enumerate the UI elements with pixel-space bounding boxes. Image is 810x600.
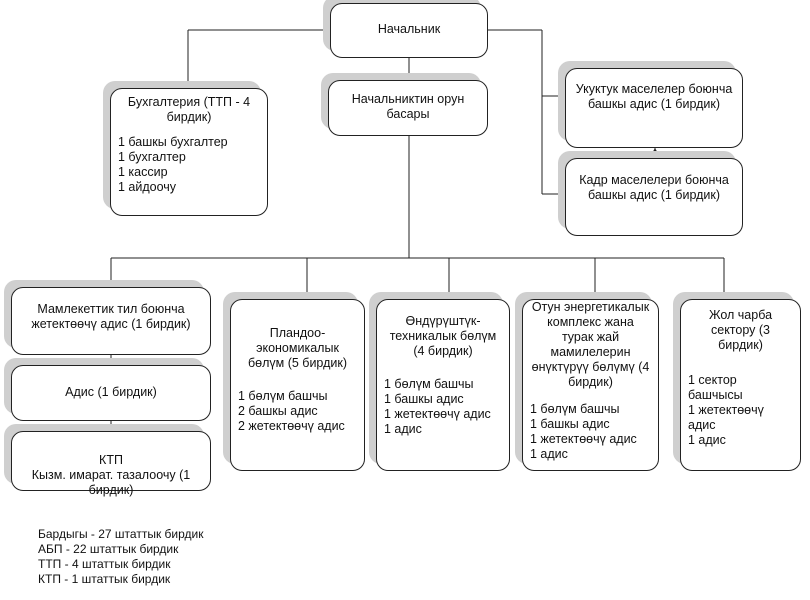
department-title: Отун энергетикалык комплекс жана турак ж… [531, 300, 650, 389]
legal-title: Укуктук маселелер боюнча башкы адис (1 б… [575, 82, 733, 111]
left-box-title: Мамлекеттик тил боюнча жетектөөчү адис (… [31, 302, 191, 331]
left-box-language-specialist: Мамлекеттик тил боюнча жетектөөчү адис (… [11, 287, 211, 355]
summary-line: КТП - 1 штаттык бирдик [38, 572, 171, 586]
deputy-title: Начальниктин орун басары [351, 92, 465, 121]
department-box-roads: Жол чарба сектору (3 бирдик) 1 сектор ба… [680, 299, 801, 471]
department-items: 1 бөлүм башчы 2 башкы адис 2 жетектөөчү … [238, 389, 357, 434]
head-box: Начальник [330, 3, 488, 58]
summary-line: Бардыгы - 27 штаттык бирдик [38, 527, 204, 541]
department-box-technical: Өндүрүштүк-техникалык бөлүм (4 бирдик) 1… [376, 299, 510, 471]
department-title: Өндүрүштүк-техникалык бөлүм (4 бирдик) [389, 314, 497, 358]
department-items: 1 сектор башчысы 1 жетектөөчү адис 1 ади… [688, 373, 793, 448]
department-items: 1 бөлүм башчы 1 башкы адис 1 жетектөөчү … [530, 402, 651, 462]
accounting-item: 1 кассир [118, 165, 168, 179]
left-box-title: Адис (1 бирдик) [65, 385, 157, 399]
left-box-specialist: Адис (1 бирдик) [11, 365, 211, 421]
accounting-items: 1 башкы бухгалтер 1 бухгалтер 1 кассир 1… [118, 135, 260, 195]
hr-title: Кадр маселелери боюнча башкы адис (1 бир… [579, 173, 729, 202]
department-item: 1 башкы адис [384, 392, 464, 406]
department-item: 1 бөлүм башчы [384, 377, 474, 391]
department-items: 1 бөлүм башчы 1 башкы адис 1 жетектөөчү … [384, 377, 502, 437]
accounting-item: 1 бухгалтер [118, 150, 186, 164]
department-item: 1 жетектөөчү адис [688, 403, 764, 432]
department-item: 1 адис [530, 447, 568, 461]
department-item: 1 жетектөөчү адис [530, 432, 637, 446]
head-title: Начальник [377, 22, 441, 36]
left-box-cleaner: КТП Кызм. имарат. тазалоочу (1 бирдик) [11, 431, 211, 497]
department-box-energy: Отун энергетикалык комплекс жана турак ж… [522, 299, 659, 471]
summary-line: ТТП - 4 штаттык бирдик [38, 557, 171, 571]
department-item: 2 башкы адис [238, 404, 318, 418]
department-item: 2 жетектөөчү адис [238, 419, 345, 433]
left-box-title: КТП Кызм. имарат. тазалоочу (1 бирдик) [31, 453, 191, 497]
department-item: 1 бөлүм башчы [530, 402, 620, 416]
accounting-box: Бухгалтерия (ТТП - 4 бирдик) 1 башкы бух… [110, 88, 268, 216]
department-title: Пландоо-экономикалык бөлүм (5 бирдик) [247, 326, 348, 370]
arrow-head-icon [651, 148, 659, 155]
legal-box: Укуктук маселелер боюнча башкы адис (1 б… [565, 68, 743, 148]
department-item: 1 башкы адис [530, 417, 610, 431]
department-title: Жол чарба сектору (3 бирдик) [708, 308, 773, 352]
department-item: 1 жетектөөчү адис [384, 407, 491, 421]
accounting-title: Бухгалтерия (ТТП - 4 бирдик) [127, 95, 251, 124]
accounting-item: 1 айдоочу [118, 180, 177, 194]
staff-summary: Бардыгы - 27 штаттык бирдик АБП - 22 шта… [38, 527, 203, 587]
hr-box: Кадр маселелери боюнча башкы адис (1 бир… [565, 158, 743, 236]
summary-line: АБП - 22 штаттык бирдик [38, 542, 179, 556]
department-box-planning: Пландоо-экономикалык бөлүм (5 бирдик) 1 … [230, 299, 365, 471]
department-item: 1 сектор башчысы [688, 373, 743, 402]
department-item: 1 адис [688, 433, 726, 447]
accounting-item: 1 башкы бухгалтер [118, 135, 228, 149]
deputy-box: Начальниктин орун басары [328, 80, 488, 136]
department-item: 1 адис [384, 422, 422, 436]
department-item: 1 бөлүм башчы [238, 389, 328, 403]
